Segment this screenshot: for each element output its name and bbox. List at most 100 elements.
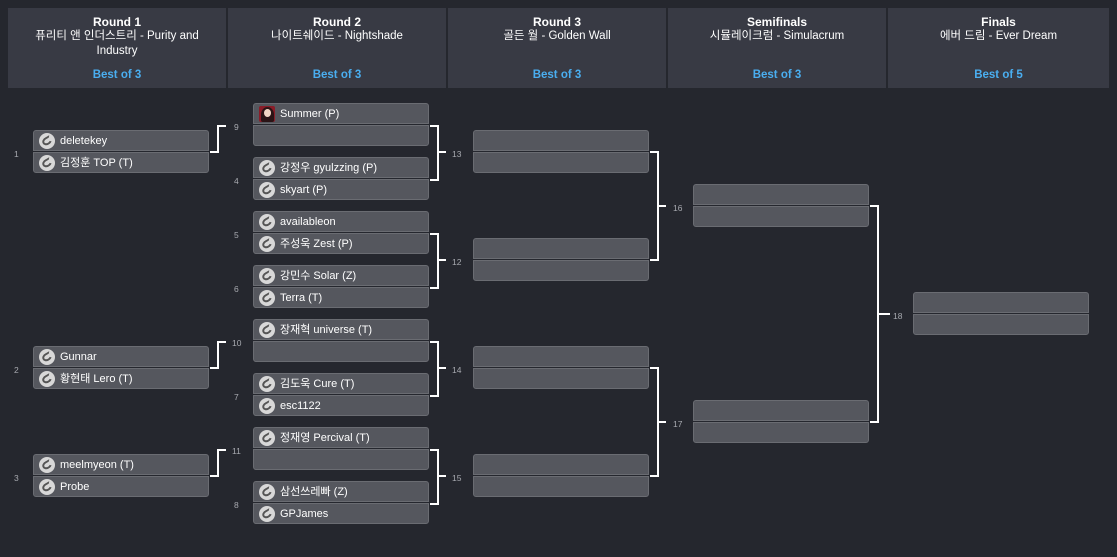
empty-slot[interactable] bbox=[473, 454, 649, 475]
match-number: 9 bbox=[234, 122, 239, 132]
match-number: 16 bbox=[673, 203, 683, 213]
empty-slot[interactable] bbox=[253, 125, 429, 146]
player-slot[interactable]: deletekey bbox=[33, 130, 209, 151]
empty-slot[interactable] bbox=[473, 346, 649, 367]
match-number: 13 bbox=[452, 149, 462, 159]
race-icon bbox=[259, 430, 275, 446]
player-slot[interactable]: 강민수 Solar (Z) bbox=[253, 265, 429, 286]
round-3-header: Round 3 골든 월 - Golden Wall Best of 3 bbox=[448, 8, 666, 88]
player-slot[interactable]: 강정우 gyulzzing (P) bbox=[253, 157, 429, 178]
match-number: 7 bbox=[234, 392, 239, 402]
player-name: 김정훈 TOP (T) bbox=[60, 157, 133, 169]
empty-slot[interactable] bbox=[693, 400, 869, 421]
match-number: 5 bbox=[234, 230, 239, 240]
round-map-title: 에버 드림 - Ever Dream bbox=[939, 30, 1058, 42]
race-icon bbox=[259, 268, 275, 284]
player-slot[interactable]: skyart (P) bbox=[253, 179, 429, 200]
player-slot[interactable]: Summer (P) bbox=[253, 103, 429, 124]
race-icon bbox=[39, 133, 55, 149]
best-of-label: Best of 3 bbox=[752, 69, 802, 81]
player-name: Gunnar bbox=[60, 351, 97, 363]
player-name: 강정우 gyulzzing (P) bbox=[280, 162, 377, 174]
match-number: 11 bbox=[232, 446, 241, 456]
finals-header: Finals 에버 드림 - Ever Dream Best of 5 bbox=[888, 8, 1109, 88]
empty-slot[interactable] bbox=[913, 314, 1089, 335]
round-name: Finals bbox=[981, 15, 1016, 29]
player-name: Summer (P) bbox=[280, 108, 340, 120]
round-name: Round 3 bbox=[533, 15, 581, 29]
match-number: 4 bbox=[234, 176, 239, 186]
round-name: Round 1 bbox=[93, 15, 141, 29]
race-icon bbox=[259, 322, 275, 338]
player-name: 황현태 Lero (T) bbox=[60, 373, 133, 385]
empty-slot[interactable] bbox=[253, 341, 429, 362]
round-map-title: 시뮬레이크럼 - Simulacrum bbox=[709, 30, 845, 42]
race-icon bbox=[259, 160, 275, 176]
empty-slot[interactable] bbox=[473, 238, 649, 259]
match-number: 3 bbox=[14, 473, 19, 483]
player-slot[interactable]: Probe bbox=[33, 476, 209, 497]
race-icon bbox=[39, 349, 55, 365]
race-icon bbox=[39, 457, 55, 473]
race-icon bbox=[259, 290, 275, 306]
empty-slot[interactable] bbox=[473, 130, 649, 151]
match-number: 6 bbox=[234, 284, 239, 294]
empty-slot[interactable] bbox=[473, 368, 649, 389]
player-name: 장재혁 universe (T) bbox=[280, 324, 373, 336]
player-slot[interactable]: Terra (T) bbox=[253, 287, 429, 308]
match-number: 8 bbox=[234, 500, 239, 510]
player-name: meelmyeon (T) bbox=[60, 459, 134, 471]
race-icon bbox=[39, 479, 55, 495]
player-name: 삼선쓰레빠 (Z) bbox=[280, 486, 348, 498]
player-slot[interactable]: 장재혁 universe (T) bbox=[253, 319, 429, 340]
semifinals-header: Semifinals 시뮬레이크럼 - Simulacrum Best of 3 bbox=[668, 8, 886, 88]
match-number: 12 bbox=[452, 257, 462, 267]
player-slot[interactable]: Gunnar bbox=[33, 346, 209, 367]
round-2-header: Round 2 나이트쉐이드 - Nightshade Best of 3 bbox=[228, 8, 446, 88]
race-icon bbox=[39, 371, 55, 387]
best-of-label: Best of 5 bbox=[974, 69, 1023, 81]
player-slot[interactable]: availableon bbox=[253, 211, 429, 232]
player-name: Terra (T) bbox=[280, 292, 323, 304]
best-of-label: Best of 3 bbox=[92, 69, 142, 81]
round-map-title: 나이트쉐이드 - Nightshade bbox=[271, 30, 403, 42]
player-name: 김도욱 Cure (T) bbox=[280, 378, 355, 390]
player-slot[interactable]: 김정훈 TOP (T) bbox=[33, 152, 209, 173]
player-name: GPJames bbox=[280, 508, 329, 520]
match-number: 2 bbox=[14, 365, 19, 375]
round-1-header: Round 1 퓨리티 앤 인더스트리 - Purity and Industr… bbox=[8, 8, 226, 88]
round-name: Round 2 bbox=[313, 15, 361, 29]
race-icon bbox=[259, 214, 275, 230]
empty-slot[interactable] bbox=[253, 449, 429, 470]
player-avatar-icon bbox=[259, 106, 275, 122]
match-number: 14 bbox=[452, 365, 462, 375]
best-of-label: Best of 3 bbox=[532, 69, 582, 81]
player-slot[interactable]: 삼선쓰레빠 (Z) bbox=[253, 481, 429, 502]
player-slot[interactable]: 정재영 Percival (T) bbox=[253, 427, 429, 448]
player-name: 주성욱 Zest (P) bbox=[280, 238, 353, 250]
empty-slot[interactable] bbox=[473, 476, 649, 497]
empty-slot[interactable] bbox=[693, 184, 869, 205]
match-number: 10 bbox=[232, 338, 242, 348]
player-slot[interactable]: meelmyeon (T) bbox=[33, 454, 209, 475]
player-slot[interactable]: GPJames bbox=[253, 503, 429, 524]
race-icon bbox=[39, 155, 55, 171]
player-name: 정재영 Percival (T) bbox=[280, 432, 370, 444]
match-number: 18 bbox=[893, 311, 903, 321]
match-number: 15 bbox=[452, 473, 462, 483]
player-slot[interactable]: esc1122 bbox=[253, 395, 429, 416]
round-map-title: 퓨리티 앤 인더스트리 - Purity and Industry bbox=[35, 30, 199, 57]
race-icon bbox=[259, 398, 275, 414]
player-slot[interactable]: 김도욱 Cure (T) bbox=[253, 373, 429, 394]
player-slot[interactable]: 황현태 Lero (T) bbox=[33, 368, 209, 389]
empty-slot[interactable] bbox=[693, 206, 869, 227]
empty-slot[interactable] bbox=[473, 152, 649, 173]
empty-slot[interactable] bbox=[473, 260, 649, 281]
empty-slot[interactable] bbox=[693, 422, 869, 443]
empty-slot[interactable] bbox=[913, 292, 1089, 313]
race-icon bbox=[259, 236, 275, 252]
match-number: 1 bbox=[14, 149, 19, 159]
race-icon bbox=[259, 182, 275, 198]
player-slot[interactable]: 주성욱 Zest (P) bbox=[253, 233, 429, 254]
